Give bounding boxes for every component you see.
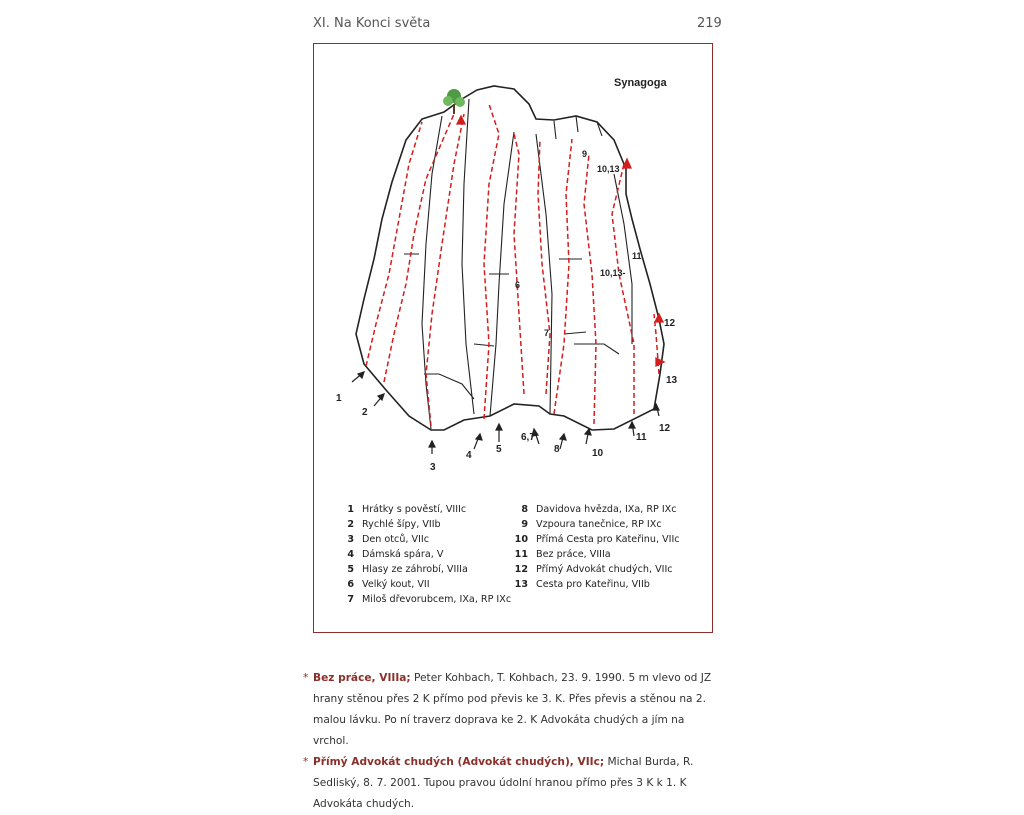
marker-2: 2	[362, 407, 368, 418]
legend-text: Hlasy ze záhrobí, VIIIa	[362, 564, 468, 575]
marker-13: 13	[666, 375, 678, 386]
wall-label-10-13-mid: 10,13-	[600, 268, 626, 278]
wall-label-10-13: 10,13	[597, 164, 620, 174]
star-icon: *	[303, 668, 308, 689]
legend-num: 12	[510, 564, 528, 575]
legend-text: Vzpoura tanečnice, RP IXc	[536, 519, 662, 530]
marker-11: 11	[636, 432, 647, 443]
wall-label-7: 7	[544, 328, 549, 338]
legend-num: 7	[336, 594, 354, 605]
legend-text: Přímá Cesta pro Kateřinu, VIIc	[536, 534, 680, 545]
marker-5: 5	[496, 444, 502, 455]
legend-text: Rychlé šípy, VIIb	[362, 519, 441, 530]
marker-1: 1	[336, 393, 342, 404]
legend-text: Přímý Advokát chudých, VIIc	[536, 564, 673, 575]
wall-label-11: 11	[632, 251, 642, 261]
topo-frame: Synagoga 1 2 3 4 5 6,7 8 10 11 12 13 12 …	[313, 43, 713, 633]
legend-num: 6	[336, 579, 354, 590]
legend-num: 2	[336, 519, 354, 530]
marker-3: 3	[430, 462, 436, 473]
legend-text: Miloš dřevorubcem, IXa, RP IXc	[362, 594, 511, 605]
legend-num: 1	[336, 504, 354, 515]
wall-label-9: 9	[582, 149, 587, 159]
marker-10: 10	[592, 448, 604, 459]
legend-text: Bez práce, VIIIa	[536, 549, 611, 560]
route-notes: * Bez práce, VIIIa; Peter Kohbach, T. Ko…	[303, 668, 723, 815]
legend-num: 10	[510, 534, 528, 545]
marker-12: 12	[659, 423, 671, 434]
marker-8: 8	[554, 444, 560, 455]
route-note: * Bez práce, VIIIa; Peter Kohbach, T. Ko…	[303, 668, 723, 752]
rock-outline	[356, 86, 664, 430]
legend-text: Davidova hvězda, IXa, RP IXc	[536, 504, 677, 515]
topo-title: Synagoga	[614, 77, 667, 89]
legend-num: 4	[336, 549, 354, 560]
legend-text: Hrátky s pověstí, VIIIc	[362, 504, 466, 515]
legend-num: 3	[336, 534, 354, 545]
page-number: 219	[697, 16, 722, 31]
marker-6-7: 6,7	[521, 432, 535, 443]
marker-4: 4	[466, 450, 472, 461]
chapter-title: XI. Na Konci světa	[313, 16, 430, 31]
route-note: * Přímý Advokát chudých (Advokát chudých…	[303, 752, 723, 815]
route-name: Bez práce, VIIIa;	[313, 672, 411, 684]
marker-12-top: 12	[664, 318, 676, 329]
legend-num: 8	[510, 504, 528, 515]
star-icon: *	[303, 752, 308, 773]
legend-text: Velký kout, VII	[362, 579, 430, 590]
legend-num: 9	[510, 519, 528, 530]
legend-text: Den otců, VIIc	[362, 534, 429, 545]
legend-num: 5	[336, 564, 354, 575]
legend-text: Dámská spára, V	[362, 549, 443, 560]
route-name: Přímý Advokát chudých (Advokát chudých),…	[313, 756, 604, 768]
legend-num: 13	[510, 579, 528, 590]
wall-label-6: 6	[515, 280, 520, 290]
legend-num: 11	[510, 549, 528, 560]
legend-text: Cesta pro Kateřinu, VIIb	[536, 579, 650, 590]
